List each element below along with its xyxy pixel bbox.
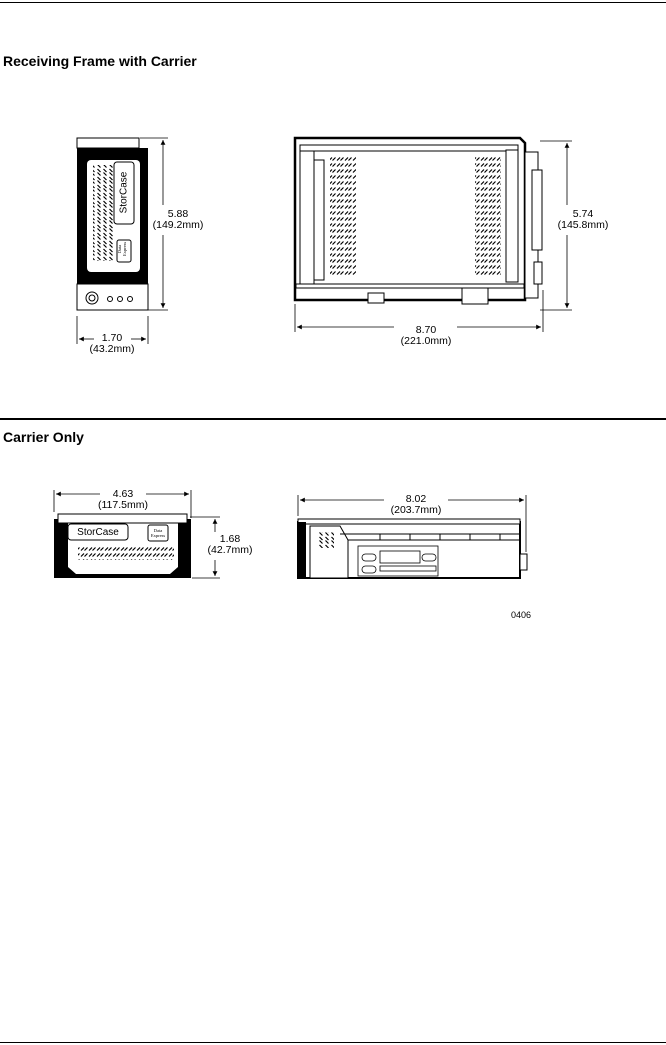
dim-line-side-height (540, 140, 572, 311)
dim-carrier-height-value: 1.68 (219, 533, 241, 545)
bottom-rule (0, 1042, 666, 1043)
dim-side-length-mm: (221.0mm) (400, 335, 452, 347)
dim-line-carrier-height (190, 516, 220, 579)
carrier-side-view (297, 518, 528, 579)
dim-carrier-width-mm: (117.5mm) (98, 499, 148, 511)
dim-side-height: 5.74 (145.8mm) (553, 209, 613, 231)
dim-carrier-height: 1.68 (42.7mm) (200, 534, 260, 556)
dim-front-height-value: 5.88 (167, 208, 189, 220)
figure-code: 0406 (511, 610, 532, 620)
section-title-carrier-only: Carrier Only (3, 429, 84, 445)
carrier-front-view (54, 513, 191, 578)
dim-carrier-length: 8.02 (203.7mm) (383, 494, 449, 516)
dim-front-width-mm: (43.2mm) (89, 343, 135, 355)
dim-side-length: 8.70 (221.0mm) (392, 325, 460, 347)
dim-carrier-width-value: 4.63 (112, 488, 134, 500)
dim-line-carrier-length (297, 495, 527, 552)
dim-carrier-length-value: 8.02 (405, 493, 427, 505)
dim-side-height-value: 5.74 (572, 208, 594, 220)
carrier-badge-line1: Data (153, 528, 163, 533)
carrier-badge-line2: Express (150, 533, 166, 538)
dim-carrier-height-mm: (42.7mm) (207, 544, 253, 556)
dim-line-side-length (294, 290, 544, 332)
dim-carrier-length-mm: (203.7mm) (390, 504, 442, 516)
section-title-receiving-frame: Receiving Frame with Carrier (3, 53, 197, 69)
dim-front-height-mm: (149.2mm) (152, 219, 204, 231)
dim-front-height: 5.88 (149.2mm) (148, 209, 208, 231)
dim-line-carrier-width (53, 490, 192, 518)
dim-carrier-width: 4.63 (117.5mm) (93, 489, 153, 511)
carrier-storcase-label: StorCase (77, 527, 119, 538)
carrier-data-express-badge: Data Express (148, 528, 168, 538)
dim-line-front-width (76, 316, 149, 344)
section-divider (0, 418, 666, 420)
dim-front-width-value: 1.70 (101, 332, 123, 344)
dim-side-height-mm: (145.8mm) (557, 219, 609, 231)
frame-side-view (293, 136, 543, 305)
dim-side-length-value: 8.70 (415, 324, 437, 336)
top-rule (0, 2, 666, 3)
frame-front-view (76, 137, 149, 311)
dim-line-front-height (140, 137, 168, 311)
dim-front-width: 1.70 (43.2mm) (82, 333, 142, 355)
